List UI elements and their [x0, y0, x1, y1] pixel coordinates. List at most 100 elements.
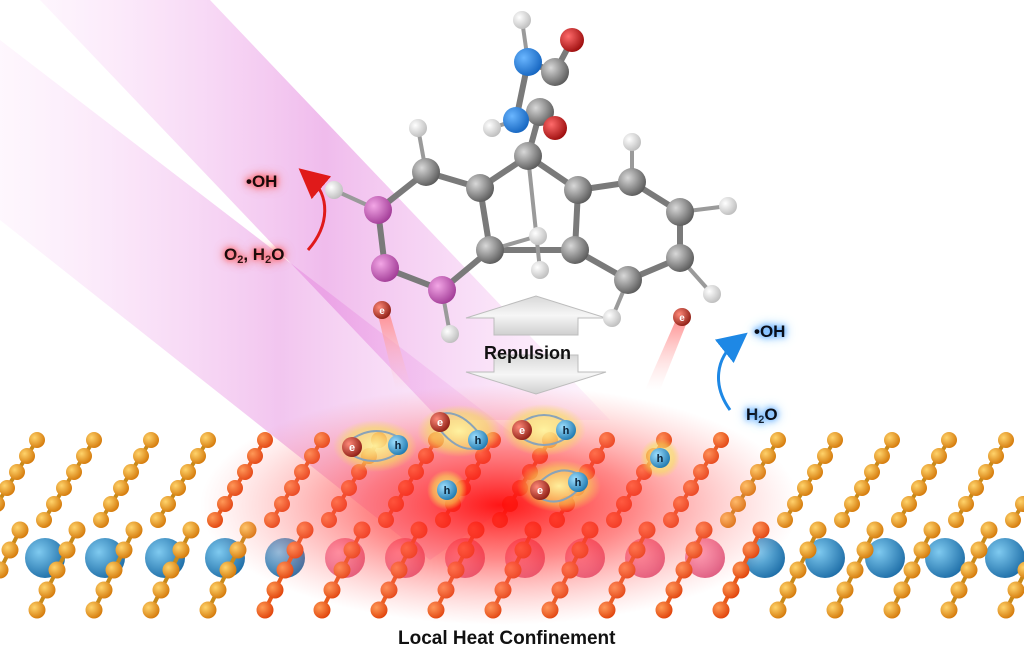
- hydrogen-atom: [531, 261, 549, 279]
- electron-label: e: [537, 485, 543, 497]
- hydrogen-atom: [623, 133, 641, 151]
- electron-hole-pair: h: [427, 470, 467, 510]
- molecule-bond: [526, 155, 542, 271]
- front-layer-rod: [826, 521, 884, 619]
- electron: [530, 480, 550, 500]
- molecule-atom: [666, 198, 694, 226]
- hydrogen-atom: [529, 227, 547, 245]
- free-electron-right: e: [673, 308, 691, 326]
- back-layer-rod: [891, 432, 957, 528]
- molecule-atom: [541, 58, 569, 86]
- water-sub: 2: [758, 414, 765, 426]
- front-layer-rod: [997, 561, 1024, 619]
- molecule-atom: [543, 116, 567, 140]
- back-layer-rod: [36, 432, 102, 528]
- front-layer-rod: [85, 521, 143, 619]
- free-electron-left-label: e: [379, 306, 385, 317]
- repulsion-label: Repulsion: [484, 343, 572, 363]
- middle-layer-atom: [865, 538, 905, 578]
- molecule-atom: [564, 176, 592, 204]
- hole: [556, 420, 576, 440]
- hole: [468, 430, 488, 450]
- front-layer-rod: [142, 521, 200, 619]
- hydrogen-atom: [719, 197, 737, 215]
- molecule-atom: [560, 28, 584, 52]
- free-electron-left: e: [373, 301, 391, 319]
- molecule-atom: [614, 266, 642, 294]
- front-layer-rod: [883, 521, 941, 619]
- hole-label: h: [444, 485, 451, 497]
- electron-hole-pair: eh: [517, 460, 601, 512]
- back-layer-rod: [834, 432, 900, 528]
- blue-curved-arrow: [714, 332, 748, 411]
- water-o: O: [764, 405, 778, 424]
- hydrogen-atom: [513, 11, 531, 29]
- hole-label: h: [563, 425, 570, 437]
- middle-layer-atom: [925, 538, 965, 578]
- front-layer-rod: [940, 521, 998, 619]
- hole-label: h: [395, 440, 402, 452]
- molecule-atom: [618, 168, 646, 196]
- oxygen-water-label: O2, H2O: [224, 245, 284, 266]
- back-layer-rod: [1005, 496, 1024, 528]
- molecule-atom: [428, 276, 456, 304]
- molecule-atom: [526, 98, 554, 126]
- o2-o: O: [224, 245, 238, 264]
- back-layer-rod: [0, 432, 45, 512]
- hydrogen-atom: [483, 119, 501, 137]
- molecule-atom: [364, 196, 392, 224]
- back-layer-rod: [93, 432, 159, 528]
- electron-label: e: [437, 417, 443, 429]
- excitation-cone-left: [378, 315, 412, 390]
- hole-label: h: [475, 435, 482, 447]
- hydrogen-atom: [703, 285, 721, 303]
- molecule-atom: [514, 48, 542, 76]
- back-layer-rod: [948, 432, 1014, 528]
- water-label: H2O: [746, 405, 778, 426]
- h2o-sub-left: 2: [265, 254, 272, 266]
- front-layer-rod: [769, 521, 827, 619]
- electron: [342, 437, 362, 457]
- o2-mid: , H: [243, 245, 266, 264]
- hole-label: h: [657, 453, 664, 465]
- o2-sub: 2: [237, 254, 244, 266]
- electron-label: e: [519, 425, 525, 437]
- molecule-atom: [561, 236, 589, 264]
- molecule-atom: [514, 142, 542, 170]
- front-layer-rod: [28, 521, 86, 619]
- red-curved-arrow: [298, 168, 332, 251]
- hydroxyl-radical-label-right: •OH: [754, 322, 786, 341]
- hydrogen-atom: [325, 181, 343, 199]
- local-heat-glow: [200, 385, 800, 625]
- molecule-atom: [466, 174, 494, 202]
- o2-end: O: [271, 245, 285, 264]
- hole-label: h: [575, 477, 582, 489]
- middle-layer-atom: [985, 538, 1024, 578]
- free-electron-right-label: e: [679, 313, 685, 324]
- hole: [388, 435, 408, 455]
- repulsion-arrow: [465, 295, 607, 395]
- molecule-atom: [476, 236, 504, 264]
- hole: [650, 448, 670, 468]
- hydrogen-atom: [441, 325, 459, 343]
- molecule: [325, 11, 737, 343]
- molecule-atom: [371, 254, 399, 282]
- hydrogen-atom: [603, 309, 621, 327]
- hydrogen-atom: [409, 119, 427, 137]
- caption-title: Local Heat Confinement: [398, 628, 616, 649]
- molecule-atom: [503, 107, 529, 133]
- hydroxyl-radical-label-left: •OH: [246, 172, 278, 191]
- electron-label: e: [349, 442, 355, 454]
- electron: [430, 412, 450, 432]
- electron-hole-pair: eh: [417, 405, 501, 457]
- water-h: H: [746, 405, 759, 424]
- hole: [568, 472, 588, 492]
- hole: [437, 480, 457, 500]
- excitation-cone-right: [645, 322, 687, 390]
- electron-hole-pair: h: [640, 438, 680, 478]
- front-layer-rod: [0, 521, 29, 579]
